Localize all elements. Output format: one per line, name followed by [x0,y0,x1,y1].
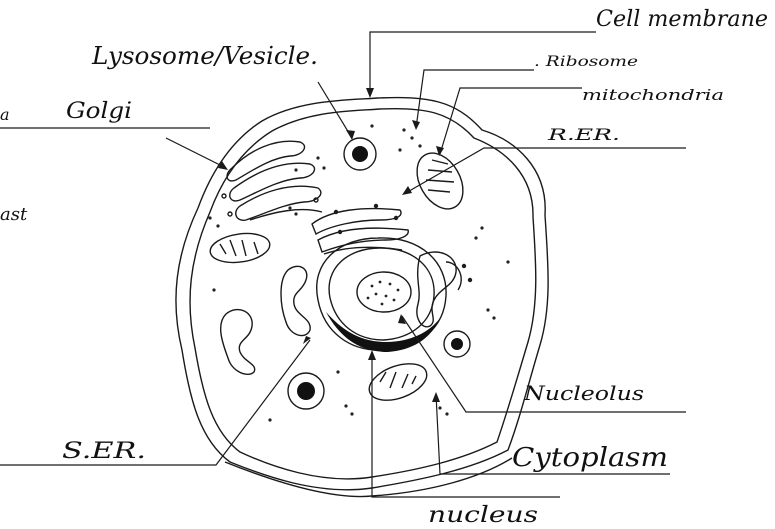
label-cytoplasm: Cytoplasm [512,443,668,473]
nucleolus-organelle [357,272,411,312]
rough-er-right [417,252,472,327]
label-lysosome-vesicle: Lysosome/Vesicle. [91,42,318,70]
nucleus-organelle [317,238,446,352]
label-nucleolus: Nucleolus [523,381,644,405]
mitochondrion-top-right [408,145,473,217]
label-nucleus: nucleus [428,503,538,528]
label-cell-membrane: Cell membrane [596,7,768,32]
leader-lysosome [318,82,352,138]
leader-ribosome [416,70,534,128]
label-mitochondria: mitochondria [582,86,724,104]
lysosome-right [444,331,470,357]
mitochondrion-left [208,230,271,266]
label-cut-ast: ast [0,204,28,225]
label-golgi: Golgi [66,99,132,124]
nucleus-shadow [326,312,440,352]
lysosome [344,138,376,170]
label-cut-a: a [0,105,10,124]
leader-golgi-arrow [166,138,226,168]
golgi-apparatus [222,141,322,220]
arrow-heads [218,88,444,402]
label-rer: R.ER. [546,125,620,144]
label-ser: S.ER. [62,439,146,464]
rough-er [312,205,408,255]
leader-ser [0,340,310,465]
cell-membrane-inner [190,109,536,479]
mitochondrion-bottom [364,357,431,408]
label-ribosome: . Ribosome [534,54,638,70]
lysosome-bottom [288,373,324,409]
